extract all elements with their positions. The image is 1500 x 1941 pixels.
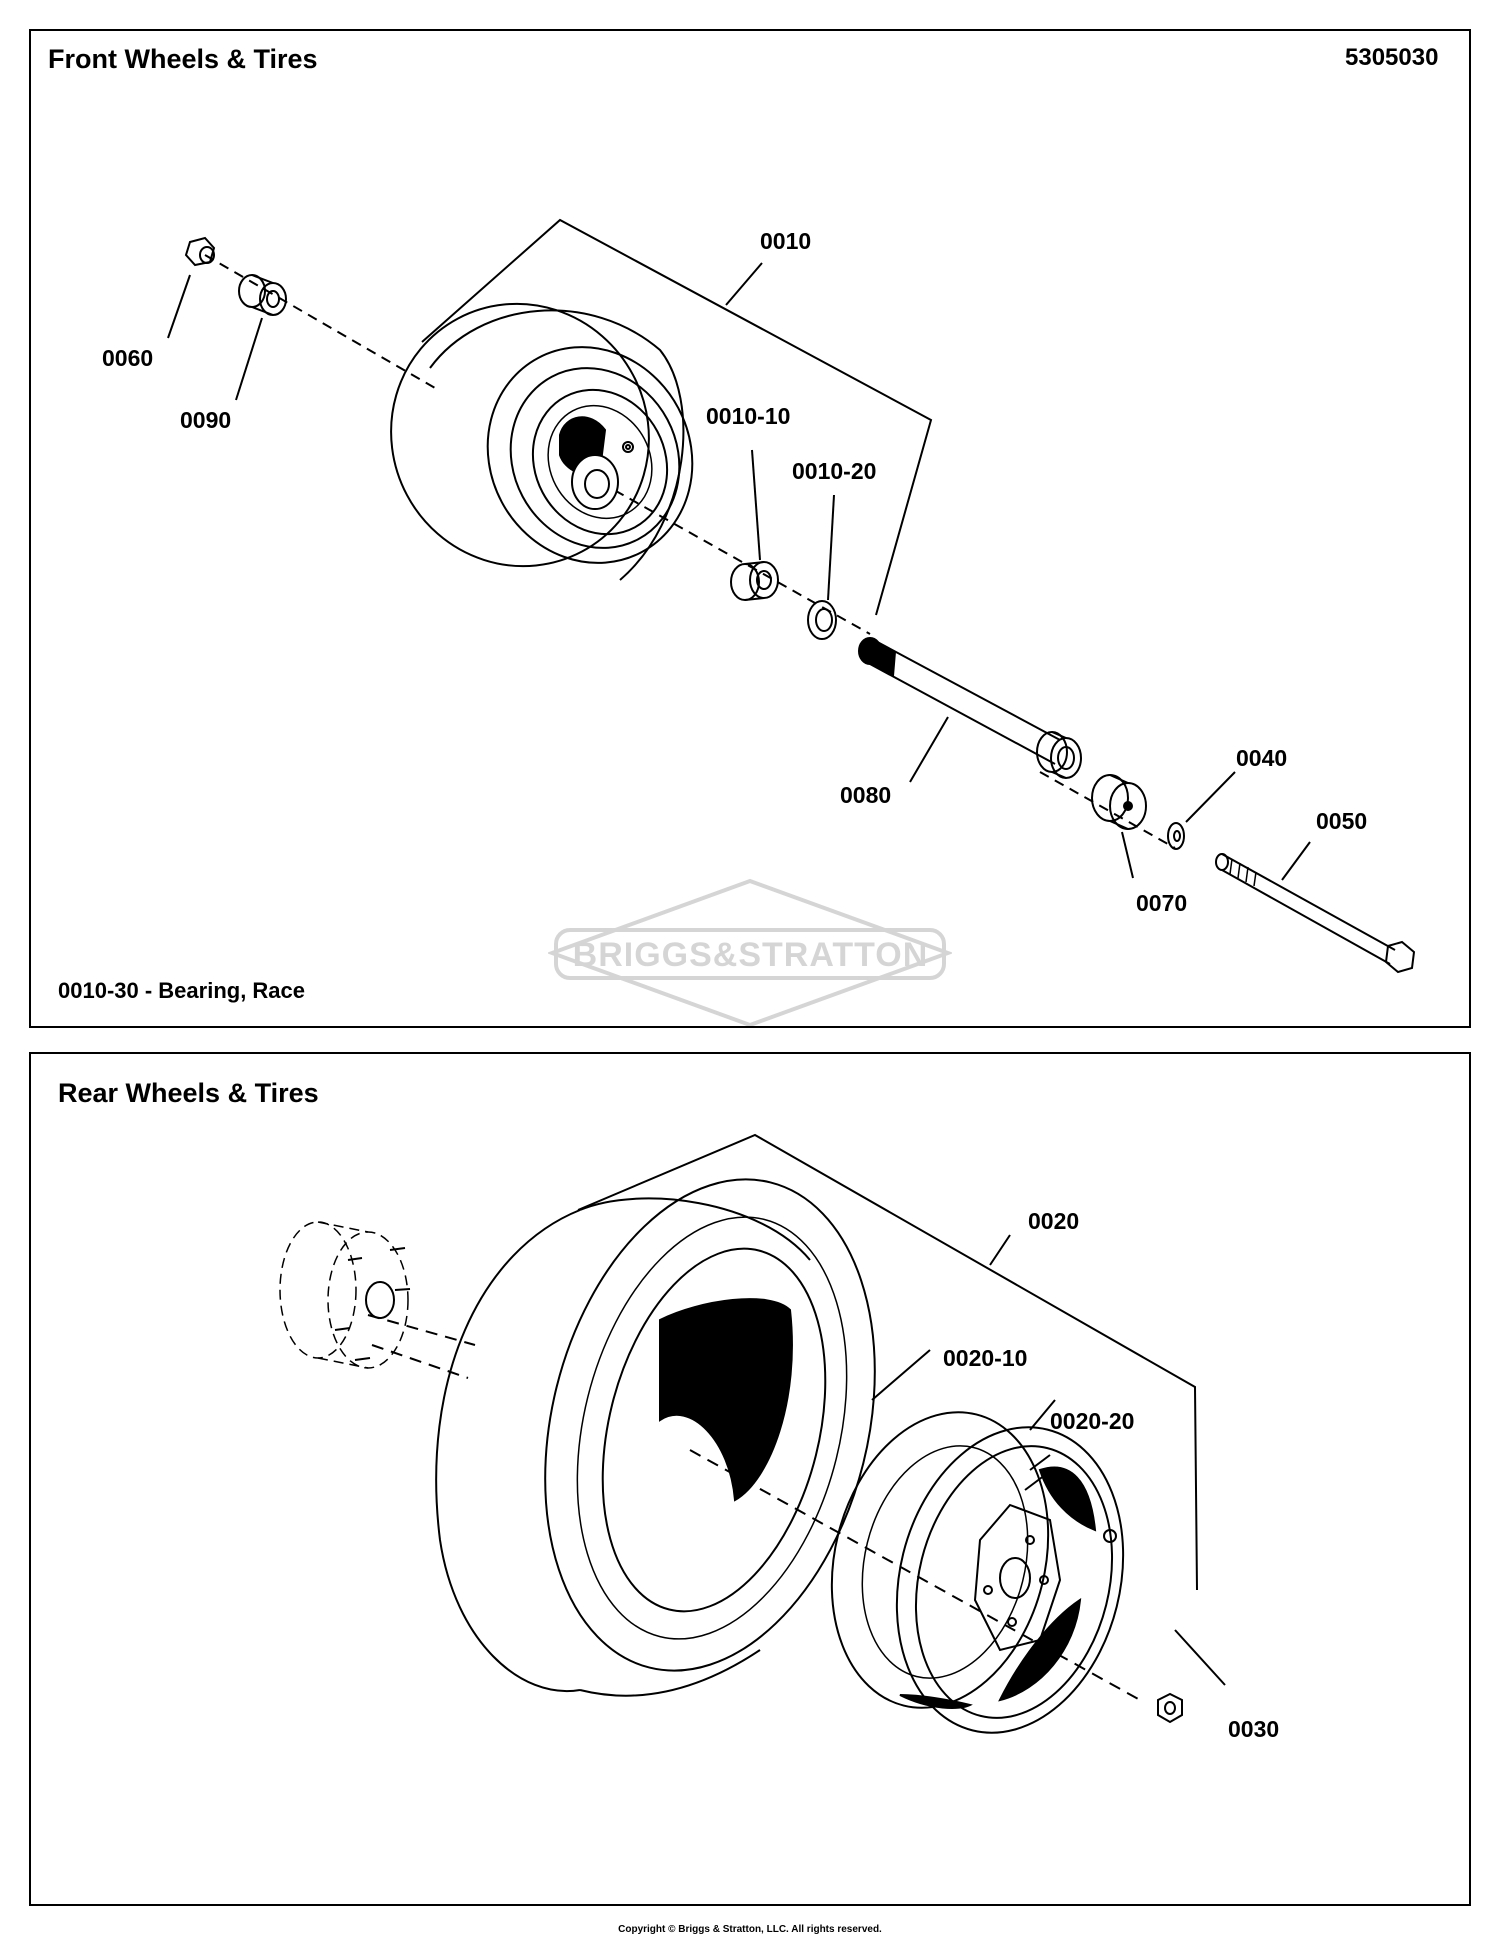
callout-0020: 0020 bbox=[1028, 1208, 1080, 1234]
front-axis-line bbox=[204, 254, 1176, 849]
callout-0030: 0030 bbox=[1228, 1716, 1280, 1742]
bolt-0050-icon bbox=[1215, 841, 1416, 974]
watermark-diamond-icon bbox=[546, 878, 954, 1028]
callout-0050: 0050 bbox=[1316, 808, 1368, 834]
front-panel-title: Front Wheels & Tires bbox=[48, 44, 318, 74]
callout-0090: 0090 bbox=[180, 407, 232, 433]
callout-0060: 0060 bbox=[102, 345, 154, 371]
hub-phantom-icon bbox=[279, 1221, 411, 1369]
rear-tire-icon bbox=[435, 1178, 931, 1697]
callout-0080: 0080 bbox=[840, 782, 892, 808]
part-number: 5305030 bbox=[1345, 44, 1439, 71]
watermark-text: BRIGGS&STRATTON bbox=[572, 936, 929, 974]
axle-0080-icon bbox=[858, 637, 1082, 783]
front-assembly-bracket bbox=[421, 218, 933, 616]
rear-rim-icon bbox=[830, 1399, 1125, 1734]
rear-assembly-bracket bbox=[577, 1133, 1198, 1591]
callout-0020-20: 0020-20 bbox=[1050, 1408, 1135, 1434]
bearing-0010-10-icon bbox=[730, 449, 779, 601]
spacer-0070-icon bbox=[1091, 774, 1147, 879]
washer-0040-icon bbox=[1167, 771, 1236, 850]
callout-0040: 0040 bbox=[1236, 745, 1288, 771]
nut-0060-icon bbox=[167, 236, 216, 339]
callout-0010-20: 0010-20 bbox=[792, 458, 877, 484]
seal-0010-20-icon bbox=[807, 494, 837, 640]
brand-watermark: BRIGGS&STRATTON bbox=[546, 878, 954, 1028]
copyright-footer: Copyright © Briggs & Stratton, LLC. All … bbox=[618, 1924, 882, 1935]
front-wheels-panel bbox=[29, 29, 1471, 1028]
rear-panel-title: Rear Wheels & Tires bbox=[58, 1078, 319, 1108]
callout-0070: 0070 bbox=[1136, 890, 1188, 916]
callout-0020-10: 0020-10 bbox=[943, 1345, 1028, 1371]
callout-0010-10: 0010-10 bbox=[706, 403, 791, 429]
callout-0010: 0010 bbox=[760, 228, 812, 254]
lug-nut-0030-icon bbox=[1157, 1629, 1226, 1724]
bearing-race-note: 0010-30 - Bearing, Race bbox=[58, 978, 306, 1003]
rear-axis-line bbox=[367, 1314, 1141, 1701]
bushing-0090-icon bbox=[235, 274, 287, 401]
front-wheel-tire-icon bbox=[390, 302, 694, 581]
